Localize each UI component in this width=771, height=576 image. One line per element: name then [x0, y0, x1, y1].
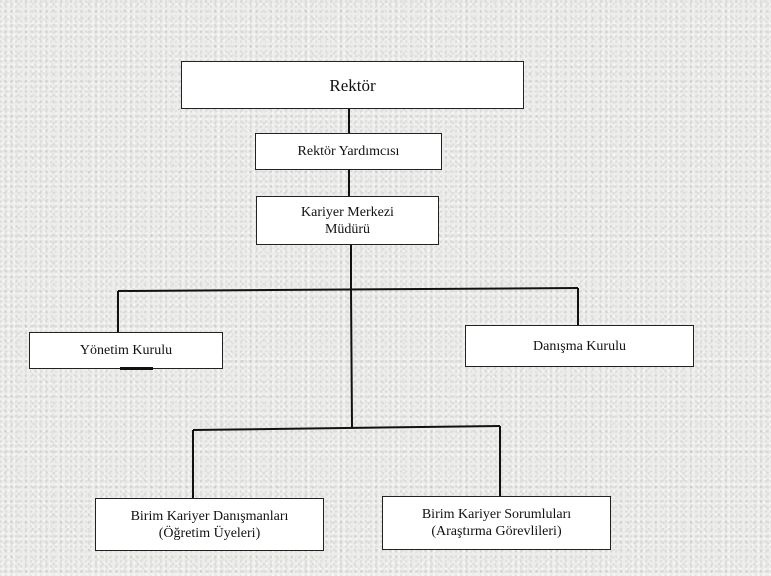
node-rektor: Rektör: [181, 61, 524, 109]
node-rektor-yardimcisi: Rektör Yardımcısı: [255, 133, 442, 170]
node-rektor-yardimcisi-label: Rektör Yardımcısı: [297, 144, 400, 159]
node-birim-kariyer-danismanlari-label: Birim Kariyer Danışmanları (Öğretim Üyel…: [130, 508, 289, 541]
connector-upper-bus: [117, 287, 579, 292]
node-birim-kariyer-danismanlari: Birim Kariyer Danışmanları (Öğretim Üyel…: [95, 498, 324, 551]
node-rektor-label: Rektör: [329, 75, 376, 95]
node-kariyer-merkezi-muduru: Kariyer Merkezi Müdürü: [256, 196, 439, 245]
node-kariyer-merkezi-muduru-label: Kariyer Merkezi Müdürü: [301, 204, 394, 237]
node-birim-kariyer-sorumlulari-label: Birim Kariyer Sorumluları (Araştırma Gör…: [421, 507, 572, 539]
yonetim-underline-mark: [120, 367, 153, 370]
node-birim-kariyer-sorumlulari: Birim Kariyer Sorumluları (Araştırma Gör…: [382, 496, 611, 550]
connector-trunk: [350, 288, 353, 428]
node-danisma-kurulu-label: Danışma Kurulu: [533, 338, 626, 354]
node-yonetim-kurulu-label: Yönetim Kurulu: [79, 343, 173, 358]
node-yonetim-kurulu: Yönetim Kurulu: [29, 332, 223, 369]
connector-lower-bus: [192, 425, 501, 431]
node-danisma-kurulu: Danışma Kurulu: [465, 325, 694, 367]
